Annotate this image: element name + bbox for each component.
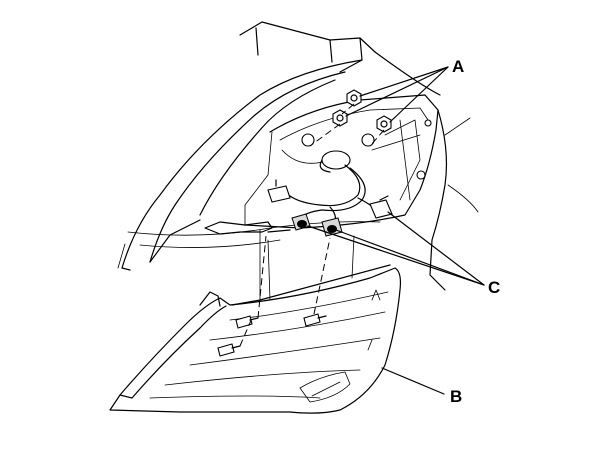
wiring-harness — [271, 150, 379, 229]
leader-lines — [307, 66, 485, 395]
vehicle-body — [117, 21, 479, 291]
callout-a: A — [452, 57, 464, 76]
callout-b: B — [450, 387, 462, 406]
lamp-studs — [217, 235, 331, 357]
bulb-sockets — [267, 179, 393, 237]
callout-c: C — [488, 278, 500, 297]
mounting-nuts-a — [309, 89, 392, 147]
